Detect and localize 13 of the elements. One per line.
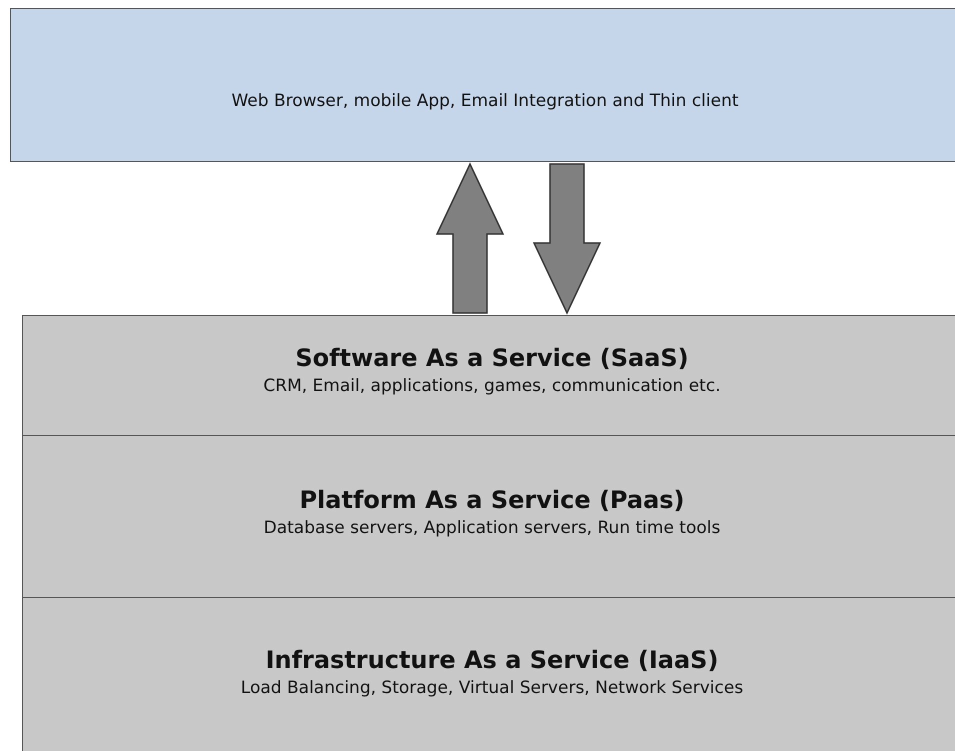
block-arrow [532, 163, 602, 315]
layer-title: Software As a Service (SaaS) [294, 344, 690, 372]
client-layer-box [10, 8, 955, 162]
layer-description: Load Balancing, Storage, Virtual Servers, Network Services [240, 678, 744, 698]
layer-description: Web Browser, mobile App, Email Integration and Thin client [230, 91, 740, 111]
service-layer-box [22, 315, 955, 436]
service-layer-box [22, 597, 955, 751]
layer-title: Platform As a Service (Paas) [298, 486, 686, 514]
layer-description: CRM, Email, applications, games, communication etc. [262, 376, 722, 396]
service-layer-box [22, 435, 955, 598]
layer-description: Database servers, Application servers, Run time tools [262, 518, 722, 538]
layer-title: Infrastructure As a Service (IaaS) [264, 646, 720, 674]
block-arrow [436, 162, 504, 314]
